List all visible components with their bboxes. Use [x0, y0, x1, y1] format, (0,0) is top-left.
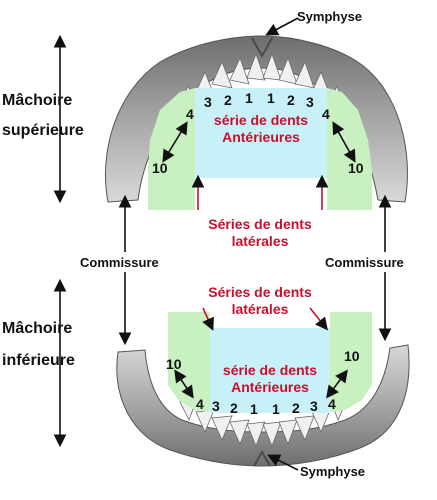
- upper-tooth-number: 2: [224, 92, 232, 108]
- symphysis-top-label: Symphyse: [297, 9, 363, 24]
- upper-jaw-label-line1: Mâchoire: [2, 92, 73, 109]
- lower-tooth-number: 2: [292, 400, 300, 416]
- lower-lateral-pointer-left: [202, 307, 214, 331]
- lower-right-series-arrow: [326, 369, 348, 399]
- anterior-lower-line2: Antérieures: [231, 379, 309, 395]
- commissure-right-label: Commissure: [325, 255, 404, 270]
- lower-anterior-zone: [210, 328, 330, 413]
- lateral-lower-label: Séries de dents latérales: [190, 284, 330, 318]
- anterior-upper-line1: série de dents: [213, 112, 309, 128]
- upper-anterior-zone: [195, 88, 327, 178]
- lower-tooth-number: 2: [230, 400, 238, 416]
- anterior-upper-line2: Antérieures: [222, 129, 300, 145]
- lower-tooth-number: 1: [272, 401, 280, 417]
- lower-right-tooth-10: 10: [344, 348, 360, 364]
- lateral-upper-line2: latérales: [231, 233, 289, 249]
- upper-right-tooth-4: 4: [322, 106, 330, 122]
- lateral-upper-line1: Séries de dents: [208, 216, 312, 232]
- symphysis-top-arrow: [265, 17, 299, 36]
- upper-tooth-number: 3: [306, 94, 314, 110]
- upper-right-tooth-10: 10: [348, 160, 364, 176]
- symphysis-bottom-label: Symphyse: [300, 464, 366, 479]
- lower-jaw-label-line2: inférieure: [2, 352, 75, 369]
- upper-left-tooth-4: 4: [186, 106, 194, 122]
- upper-symphysis-notch: [251, 37, 273, 59]
- commissure-left-label: Commissure: [80, 255, 159, 270]
- upper-tooth-number: 2: [287, 92, 295, 108]
- lower-left-tooth-10: 10: [166, 356, 182, 372]
- lateral-lower-line1: Séries de dents: [208, 284, 312, 300]
- lower-lateral-pointer-right: [309, 307, 328, 331]
- anterior-lower-label: série de dents Antérieures: [212, 362, 328, 396]
- upper-right-series-arrow: [332, 121, 356, 163]
- lower-left-tooth-4: 4: [196, 396, 204, 412]
- upper-tooth-number: 1: [267, 90, 275, 106]
- upper-tooth-number: 3: [204, 94, 212, 110]
- lower-right-tooth-4: 4: [328, 396, 336, 412]
- upper-left-tooth-10: 10: [152, 160, 168, 176]
- upper-tooth-number: 1: [245, 90, 253, 106]
- lower-tooth-number: 1: [250, 401, 258, 417]
- lower-jaw-label-line1: Mâchoire: [2, 320, 73, 337]
- symphysis-bottom-arrow: [267, 454, 299, 471]
- anterior-upper-label: série de dents Antérieures: [205, 112, 317, 146]
- anterior-lower-line1: série de dents: [222, 362, 318, 378]
- lateral-upper-label: Séries de dents latérales: [190, 216, 330, 250]
- upper-jaw-label-line2: supérieure: [2, 122, 84, 139]
- upper-left-series-arrow: [162, 121, 188, 163]
- lower-left-series-arrow: [174, 369, 194, 399]
- lateral-lower-line2: latérales: [231, 301, 289, 317]
- lower-tooth-number: 3: [310, 398, 318, 414]
- lower-tooth-number: 3: [212, 398, 220, 414]
